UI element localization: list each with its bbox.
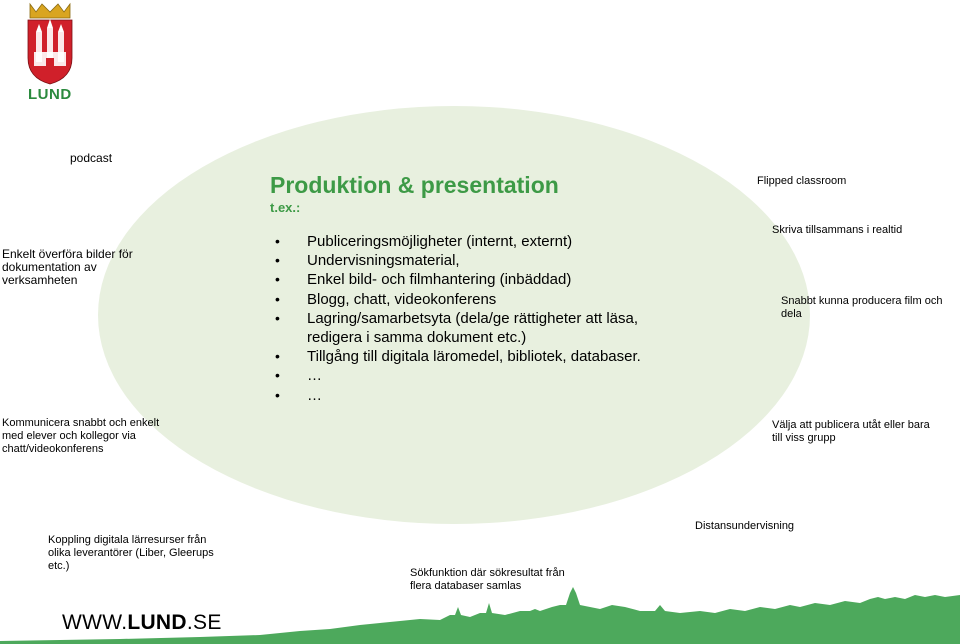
footer-url-prefix: WWW. [62,611,128,634]
note-koppling: Koppling digitala lärresurser från olika… [48,534,214,572]
list-item: • Enkel bild- och filmhantering (inbäddad… [272,270,692,289]
bullet-icon: • [275,309,280,326]
list-item: • Undervisningsmaterial, [272,251,692,270]
logo-text: LUND [28,86,72,103]
note-valja: Välja att publicera utåt eller bara till… [772,419,930,444]
lund-coat-of-arms-icon [27,2,73,85]
note-sokfunktion: Sökfunktion där sökresultat från flera d… [410,567,565,592]
bullet-text: … [307,367,322,385]
bullet-icon: • [275,233,280,249]
note-bilder: Enkelt överföra bilder för dokumentation… [2,247,133,287]
note-snabbt: Snabbt kunna producera film och dela [781,295,943,320]
bullet-list: • Publiceringsmöjligheter (internt, exter… [272,232,692,405]
footer-url: WWW.LUND.SE [62,611,222,635]
bullet-icon: • [275,367,280,384]
slide-title: Produktion & presentation [270,172,559,198]
bullet-text: Lagring/samarbetsyta (dela/ge rättighete… [307,309,639,347]
slide-subtitle: t.ex.: [270,200,301,215]
footer-url-suffix: .SE [186,611,222,634]
bullet-icon: • [275,290,280,307]
note-distansundervisning: Distansundervisning [695,520,795,532]
note-flipped-classroom: Flipped classroom [757,175,847,187]
list-item: • Blogg, chatt, videokonferens [272,290,692,309]
bullet-text: Publiceringsmöjligheter (internt, extern… [307,233,573,250]
list-item: • Publiceringsmöjligheter (internt, exter… [272,232,692,251]
note-skriva: Skriva tillsammans i realtid [772,224,903,236]
bullet-text: Tillgång till digitala läromedel, biblio… [307,348,641,366]
bullet-text: Enkel bild- och filmhantering (inbäddad) [307,271,572,289]
bullet-text: Undervisningsmaterial, [307,252,460,270]
bullet-icon: • [275,252,280,269]
bullet-icon: • [275,386,280,403]
list-item: • Tillgång till digitala läromedel, bibli… [272,347,692,366]
city-skyline-icon [0,587,960,644]
content-ellipse [98,106,810,524]
note-podcast: podcast [70,151,113,165]
bullet-icon: • [275,348,280,365]
list-item: •… [272,366,692,385]
bullet-text: … [307,386,322,404]
bullet-icon: • [275,271,280,288]
list-item: •… [272,386,692,405]
footer-url-bold: LUND [127,611,187,634]
list-item: • Lagring/samarbetsyta (dela/ge rättighet… [272,309,692,347]
note-kommunicera: Kommunicera snabbt och enkelt med elever… [2,417,160,455]
bullet-text: Blogg, chatt, videokonferens [307,290,497,308]
